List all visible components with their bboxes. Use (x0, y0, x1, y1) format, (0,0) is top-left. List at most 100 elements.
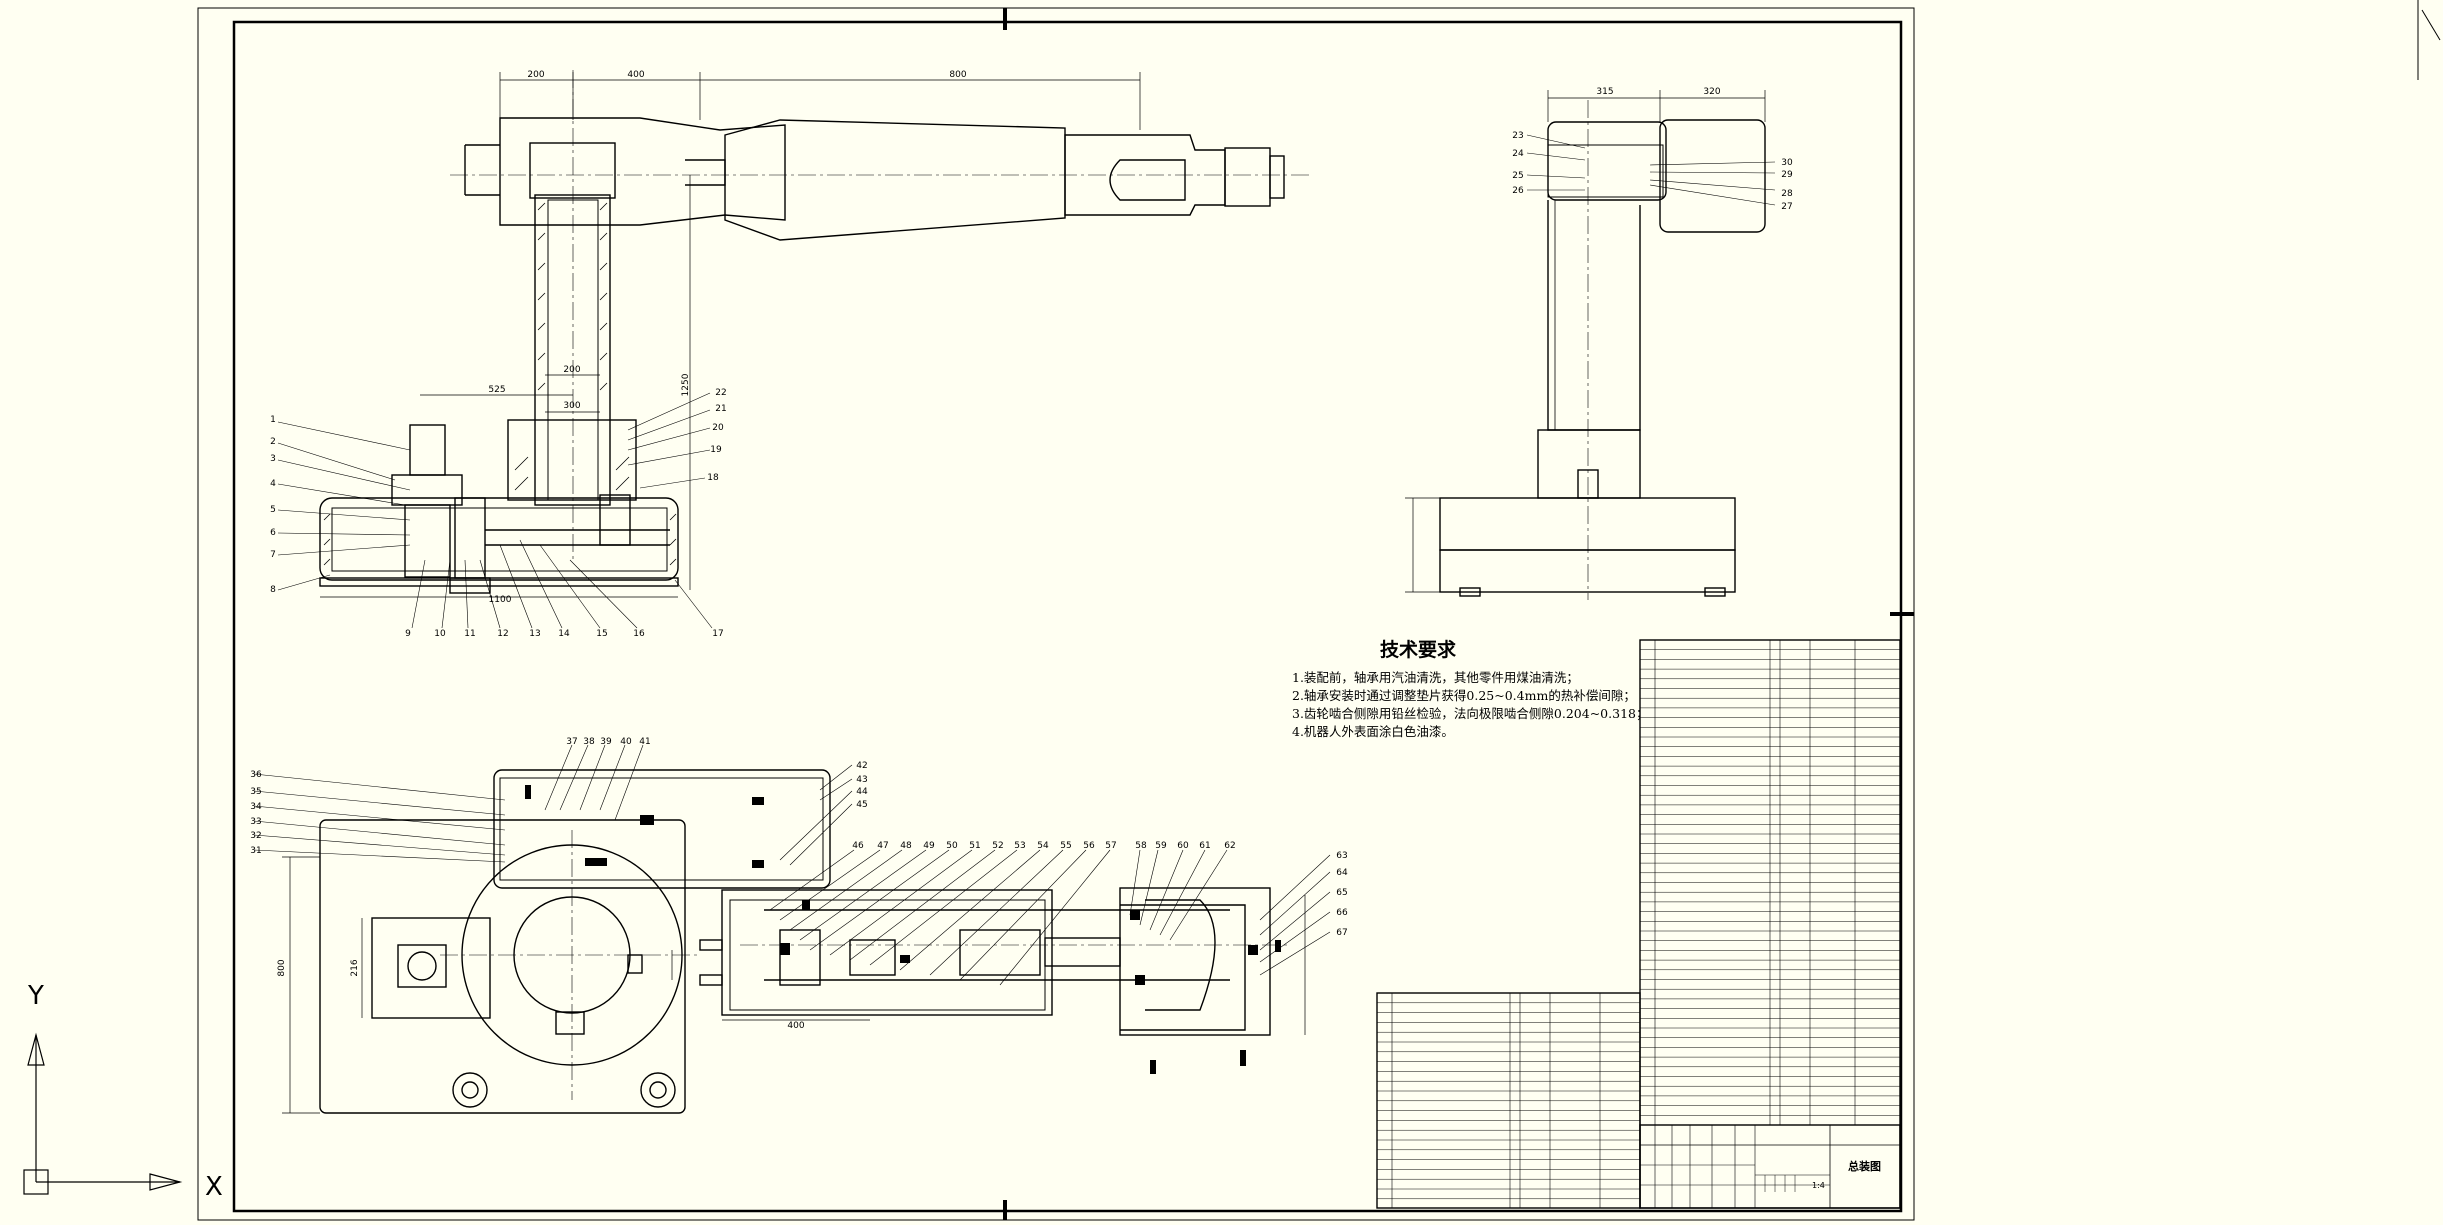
drawing-title: 总装图 (1848, 1160, 1881, 1173)
callout-63: 63 (1336, 851, 1347, 861)
callout-21: 21 (715, 404, 726, 414)
callout-3: 3 (270, 454, 276, 464)
callout-24: 24 (1512, 149, 1524, 159)
callout-56: 56 (1083, 841, 1095, 851)
dim-400: 400 (627, 70, 644, 80)
y-axis-label: Y (27, 981, 44, 1011)
callout-37: 37 (566, 737, 577, 747)
front-view (319, 70, 1310, 594)
parts-list-left (1376, 992, 1641, 1209)
side-view-leaders (1526, 134, 1776, 206)
callout-6: 6 (270, 528, 276, 538)
callout-34: 34 (250, 802, 262, 812)
dim-400-plan: 400 (787, 1021, 804, 1031)
front-view-hatch (323, 202, 677, 566)
callout-58: 58 (1135, 841, 1147, 851)
dim-320: 320 (1703, 87, 1720, 97)
callout-28: 28 (1781, 189, 1793, 199)
callout-52: 52 (992, 841, 1003, 851)
callout-61: 61 (1199, 841, 1210, 851)
callout-13: 13 (529, 629, 540, 639)
dim-216: 216 (350, 959, 360, 976)
front-view-dimension-lines (320, 72, 1141, 598)
callout-23: 23 (1512, 131, 1523, 141)
x-axis-label: X (205, 1172, 223, 1202)
plan-view-centerlines (440, 830, 1290, 1100)
callout-4: 4 (270, 479, 276, 489)
callout-50: 50 (946, 841, 958, 851)
dim-1100: 1100 (489, 595, 512, 605)
front-view-leaders (277, 392, 713, 629)
callout-60: 60 (1177, 841, 1189, 851)
callout-29: 29 (1781, 170, 1793, 180)
callout-14: 14 (558, 629, 570, 639)
callout-35: 35 (250, 787, 261, 797)
dim-300: 300 (563, 401, 580, 411)
callout-31: 31 (250, 846, 261, 856)
callout-20: 20 (712, 423, 724, 433)
callout-17: 17 (712, 629, 723, 639)
callout-36: 36 (250, 770, 262, 780)
callout-11: 11 (464, 629, 475, 639)
dim-200b: 200 (563, 365, 580, 375)
side-view-dimension-lines (1405, 90, 1766, 593)
side-view-dimension-labels: 315 320 (1596, 87, 1720, 97)
callout-33: 33 (250, 817, 261, 827)
tech-requirements-title: 技术要求 (1380, 639, 1457, 661)
plan-view-dimension-labels: 800 216 400 (277, 959, 805, 1031)
dim-525: 525 (488, 385, 505, 395)
callout-42: 42 (856, 761, 867, 771)
callout-43: 43 (856, 775, 867, 785)
callout-54: 54 (1037, 841, 1049, 851)
callout-53: 53 (1014, 841, 1025, 851)
callout-65: 65 (1336, 888, 1347, 898)
tech-requirement-4: 4.机器人外表面涂白色油漆。 (1292, 724, 1454, 739)
sheet-border (197, 7, 1915, 1221)
tech-requirement-3: 3.齿轮啮合侧隙用铅丝检验，法向极限啮合侧隙0.204~0.318； (1292, 706, 1649, 721)
dim-800-plan: 800 (277, 959, 287, 976)
callout-62: 62 (1224, 841, 1235, 851)
tech-requirement-2: 2.轴承安装时通过调整垫片获得0.25~0.4mm的热补偿间隙； (1292, 688, 1636, 703)
plan-view-dimension-lines (282, 856, 1306, 1114)
front-view-dimension-labels: 200 400 800 525 200 300 1250 1100 (488, 70, 966, 605)
drawing-scale: 1:4 (1812, 1181, 1825, 1190)
callout-57: 57 (1105, 841, 1116, 851)
callout-55: 55 (1060, 841, 1071, 851)
callout-9: 9 (405, 629, 411, 639)
callout-51: 51 (969, 841, 980, 851)
callout-27: 27 (1781, 202, 1792, 212)
dim-200: 200 (527, 70, 544, 80)
callout-67: 67 (1336, 928, 1347, 938)
callout-19: 19 (710, 445, 722, 455)
dim-315: 315 (1596, 87, 1613, 97)
callout-8: 8 (270, 585, 276, 595)
callout-40: 40 (620, 737, 632, 747)
callout-18: 18 (707, 473, 719, 483)
callout-7: 7 (270, 550, 276, 560)
callout-38: 38 (583, 737, 595, 747)
callout-16: 16 (633, 629, 645, 639)
callout-5: 5 (270, 505, 276, 515)
callout-2: 2 (270, 437, 276, 447)
front-view-callouts: 1 2 3 4 5 6 7 8 9 10 11 12 13 14 15 16 1… (270, 388, 727, 639)
plan-view (319, 769, 1271, 1114)
callout-41: 41 (639, 737, 650, 747)
plan-view-leaders (253, 744, 1331, 986)
plan-view-fittings (525, 785, 1281, 1074)
callout-30: 30 (1781, 158, 1793, 168)
callout-32: 32 (250, 831, 261, 841)
callout-25: 25 (1512, 171, 1523, 181)
parts-list-right (1639, 639, 1901, 1209)
callout-26: 26 (1512, 186, 1524, 196)
callout-15: 15 (596, 629, 607, 639)
side-view-callouts: 23 24 25 26 30 29 28 27 (1512, 131, 1793, 212)
callout-47: 47 (877, 841, 888, 851)
callout-46: 46 (852, 841, 864, 851)
edge-marker (2417, 0, 2441, 80)
callout-39: 39 (600, 737, 612, 747)
callout-64: 64 (1336, 868, 1348, 878)
callout-59: 59 (1155, 841, 1167, 851)
callout-12: 12 (497, 629, 508, 639)
